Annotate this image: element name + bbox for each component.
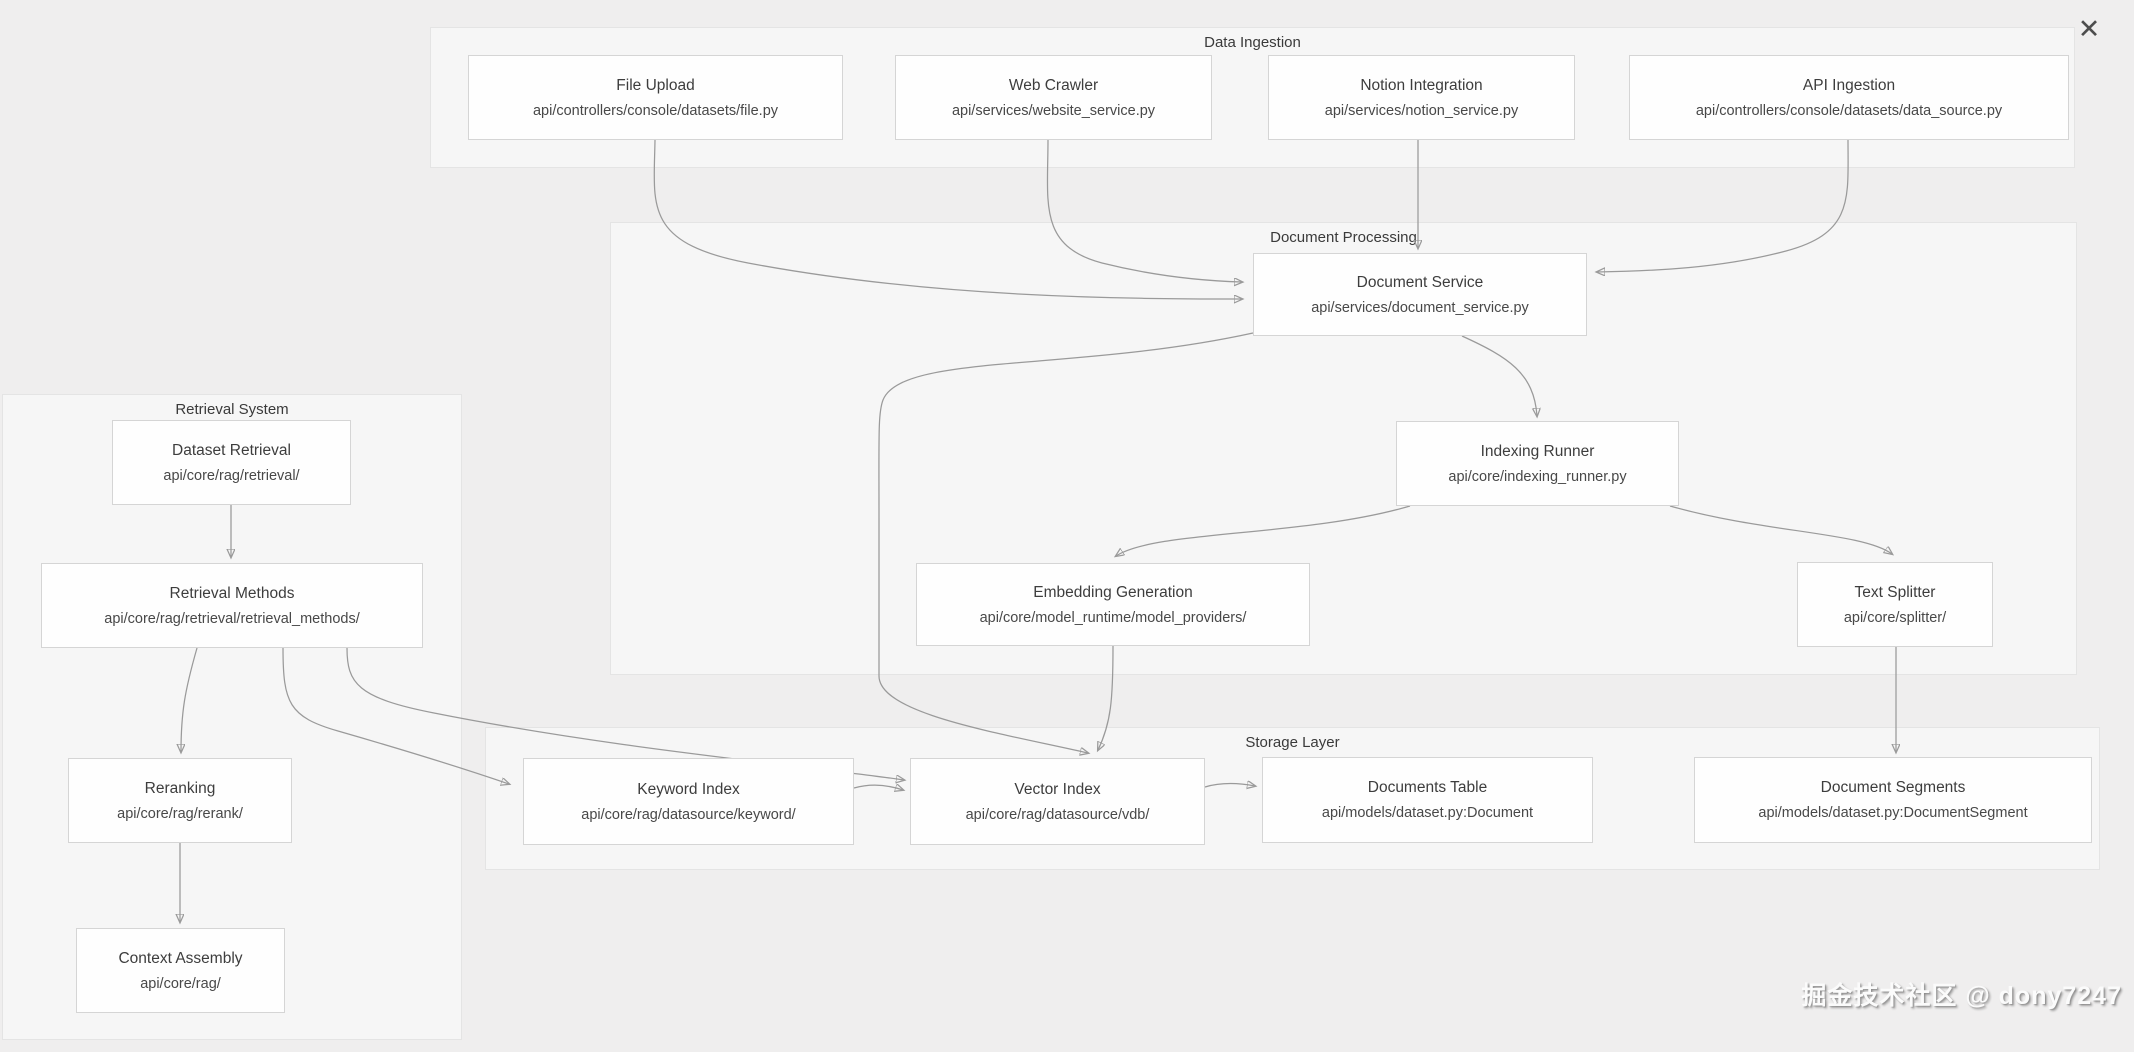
- node-title: Text Splitter: [1854, 583, 1936, 601]
- node-path: api/controllers/console/datasets/file.py: [532, 102, 779, 119]
- node-path: api/models/dataset.py:Document: [1321, 805, 1534, 821]
- group-label-storage-layer: Storage Layer: [1245, 734, 1340, 751]
- node-title: Context Assembly: [118, 949, 243, 967]
- node-path: api/core/splitter/: [1843, 609, 1947, 626]
- node-title: Web Crawler: [1008, 76, 1099, 94]
- node-title: Notion Integration: [1360, 76, 1483, 94]
- node-path: api/services/notion_service.py: [1324, 102, 1519, 119]
- node-title: Keyword Index: [637, 780, 740, 798]
- node-keyword-index: Keyword Index api/core/rag/datasource/ke…: [523, 758, 854, 845]
- watermark: 掘金技术社区 @ dony7247: [1801, 982, 2122, 1010]
- node-title: Document Service: [1356, 273, 1484, 291]
- close-icon[interactable]: ✕: [2077, 14, 2101, 44]
- group-label-document-processing: Document Processing: [1270, 229, 1417, 246]
- node-documents-table: Documents Table api/models/dataset.py:Do…: [1262, 757, 1593, 843]
- group-label-retrieval-system: Retrieval System: [175, 401, 289, 418]
- node-vector-index: Vector Index api/core/rag/datasource/vdb…: [910, 758, 1205, 845]
- group-label-data-ingestion: Data Ingestion: [1204, 34, 1301, 51]
- node-path: api/core/rag/retrieval/retrieval_methods…: [104, 610, 360, 627]
- node-path: api/core/rag/rerank/: [117, 805, 243, 822]
- node-file-upload: File Upload api/controllers/console/data…: [468, 55, 843, 140]
- node-title: File Upload: [616, 76, 695, 94]
- node-title: Reranking: [144, 779, 216, 797]
- node-path: api/services/document_service.py: [1311, 299, 1529, 316]
- node-path: api/services/website_service.py: [951, 102, 1156, 119]
- node-path: api/core/model_runtime/model_providers/: [979, 609, 1247, 626]
- node-retrieval-methods: Retrieval Methods api/core/rag/retrieval…: [41, 563, 423, 648]
- node-title: Vector Index: [1014, 780, 1101, 798]
- node-embedding-generation: Embedding Generation api/core/model_runt…: [916, 563, 1310, 646]
- node-path: api/controllers/console/datasets/data_so…: [1695, 102, 2003, 119]
- node-text-splitter: Text Splitter api/core/splitter/: [1797, 562, 1993, 647]
- node-title: Embedding Generation: [1033, 583, 1193, 601]
- node-title: Dataset Retrieval: [172, 441, 291, 459]
- node-dataset-retrieval: Dataset Retrieval api/core/rag/retrieval…: [112, 420, 351, 505]
- node-path: api/core/rag/: [140, 975, 221, 992]
- node-title: API Ingestion: [1802, 76, 1896, 94]
- node-notion-integration: Notion Integration api/services/notion_s…: [1268, 55, 1575, 140]
- node-path: api/core/rag/datasource/keyword/: [581, 806, 796, 823]
- node-web-crawler: Web Crawler api/services/website_service…: [895, 55, 1212, 140]
- node-indexing-runner: Indexing Runner api/core/indexing_runner…: [1396, 421, 1679, 506]
- node-path: api/models/dataset.py:DocumentSegment: [1758, 805, 2028, 821]
- node-path: api/core/indexing_runner.py: [1448, 468, 1627, 485]
- node-title: Retrieval Methods: [169, 584, 295, 602]
- node-title: Documents Table: [1367, 779, 1488, 796]
- node-document-segments: Document Segments api/models/dataset.py:…: [1694, 757, 2092, 843]
- node-document-service: Document Service api/services/document_s…: [1253, 253, 1587, 336]
- node-title: Indexing Runner: [1480, 442, 1595, 460]
- node-path: api/core/rag/datasource/vdb/: [965, 806, 1150, 823]
- node-title: Document Segments: [1820, 779, 1966, 796]
- node-context-assembly: Context Assembly api/core/rag/: [76, 928, 285, 1013]
- node-path: api/core/rag/retrieval/: [163, 467, 300, 484]
- node-api-ingestion: API Ingestion api/controllers/console/da…: [1629, 55, 2069, 140]
- node-reranking: Reranking api/core/rag/rerank/: [68, 758, 292, 843]
